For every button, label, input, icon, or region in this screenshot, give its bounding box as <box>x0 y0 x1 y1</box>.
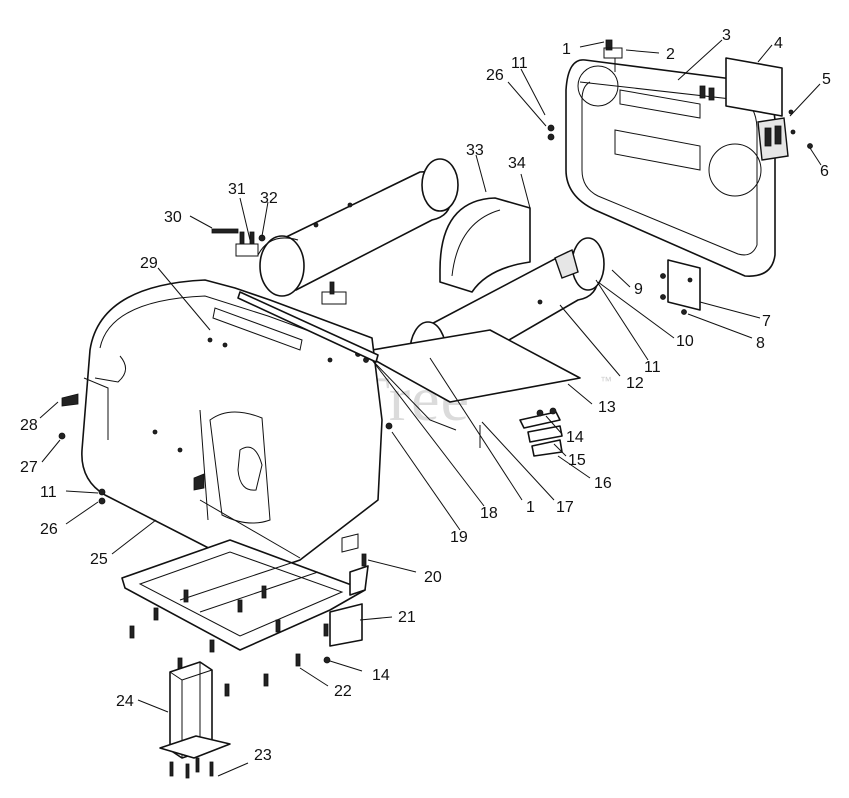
callout-33: 33 <box>466 142 484 159</box>
callout-12: 12 <box>626 375 644 392</box>
callout-26-upper: 26 <box>486 67 504 84</box>
bracket-plate <box>660 259 701 315</box>
latch-assembly <box>757 117 789 161</box>
callout-6: 6 <box>820 163 829 180</box>
strap-hardware <box>519 407 563 457</box>
callout-16: 16 <box>594 475 612 492</box>
support-rails <box>237 291 481 448</box>
callout-28: 28 <box>20 417 38 434</box>
callout-30: 30 <box>164 209 182 226</box>
upper-cylinder <box>257 158 459 297</box>
callout-15: 15 <box>568 452 586 469</box>
support-post <box>159 661 231 779</box>
callout-31: 31 <box>228 181 246 198</box>
watermark-trademark: ™ <box>600 374 612 388</box>
callout-29: 29 <box>140 255 158 272</box>
callouts: 1 2 3 4 5 26 11 6 33 34 31 32 30 29 9 7 … <box>20 27 831 764</box>
callout-3: 3 <box>722 27 731 44</box>
callout-18: 18 <box>480 505 498 522</box>
callout-17: 17 <box>556 499 574 516</box>
callout-11-lower: 11 <box>40 484 57 501</box>
callout-5: 5 <box>822 71 831 88</box>
callout-23: 23 <box>254 747 272 764</box>
curved-shield <box>439 197 531 293</box>
callout-1: 1 <box>562 41 571 58</box>
callout-24: 24 <box>116 693 134 710</box>
callout-14-upper: 14 <box>566 429 584 446</box>
callout-21: 21 <box>398 609 416 626</box>
callout-26-lower: 26 <box>40 521 58 538</box>
cylinder-bracket-hardware <box>211 228 347 305</box>
callout-34: 34 <box>508 155 526 172</box>
callout-7: 7 <box>762 313 771 330</box>
callout-11-middle: 11 <box>644 359 661 376</box>
callout-4: 4 <box>774 35 783 52</box>
panel-hardware <box>547 39 813 149</box>
callout-14-lower: 14 <box>372 667 390 684</box>
base-frame <box>121 533 369 697</box>
callout-10: 10 <box>676 333 694 350</box>
callout-19: 19 <box>450 529 468 546</box>
callout-2: 2 <box>666 46 675 63</box>
callout-32: 32 <box>260 190 278 207</box>
callout-13: 13 <box>598 399 616 416</box>
main-hood <box>58 279 393 569</box>
base-plate <box>359 329 581 403</box>
callout-25: 25 <box>90 551 108 568</box>
callout-27: 27 <box>20 459 38 476</box>
decal <box>725 57 783 117</box>
callout-1-lower: 1 <box>526 499 535 516</box>
callout-11-upper: 11 <box>511 55 528 72</box>
leader-lines <box>39 39 822 777</box>
callout-9: 9 <box>634 281 643 298</box>
callout-20: 20 <box>424 569 442 586</box>
callout-8: 8 <box>756 335 765 352</box>
callout-22: 22 <box>334 683 352 700</box>
